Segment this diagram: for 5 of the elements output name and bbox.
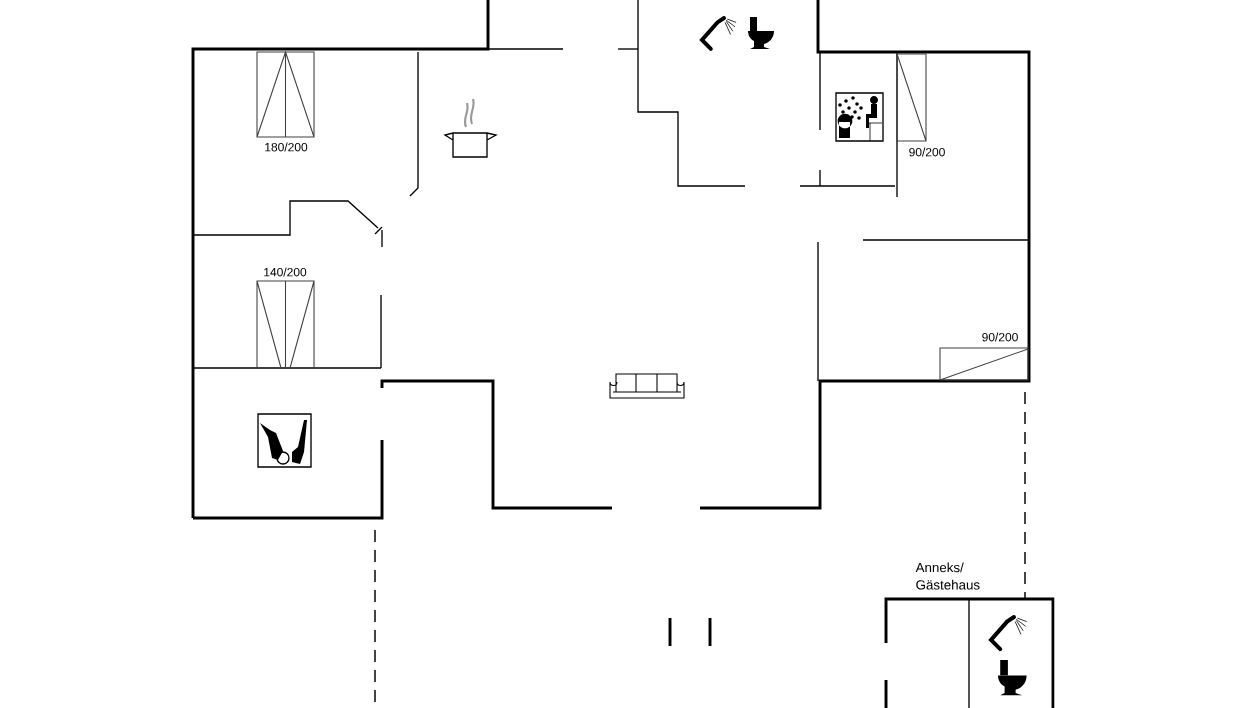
bed-size-label: 90/200 bbox=[909, 147, 945, 157]
bed-size-label: 90/200 bbox=[982, 332, 1018, 342]
bed-size-label: 140/200 bbox=[264, 267, 307, 277]
building-label: Anneks/ Gästehaus bbox=[915, 562, 980, 590]
bed-size-label: 180/200 bbox=[265, 142, 308, 152]
